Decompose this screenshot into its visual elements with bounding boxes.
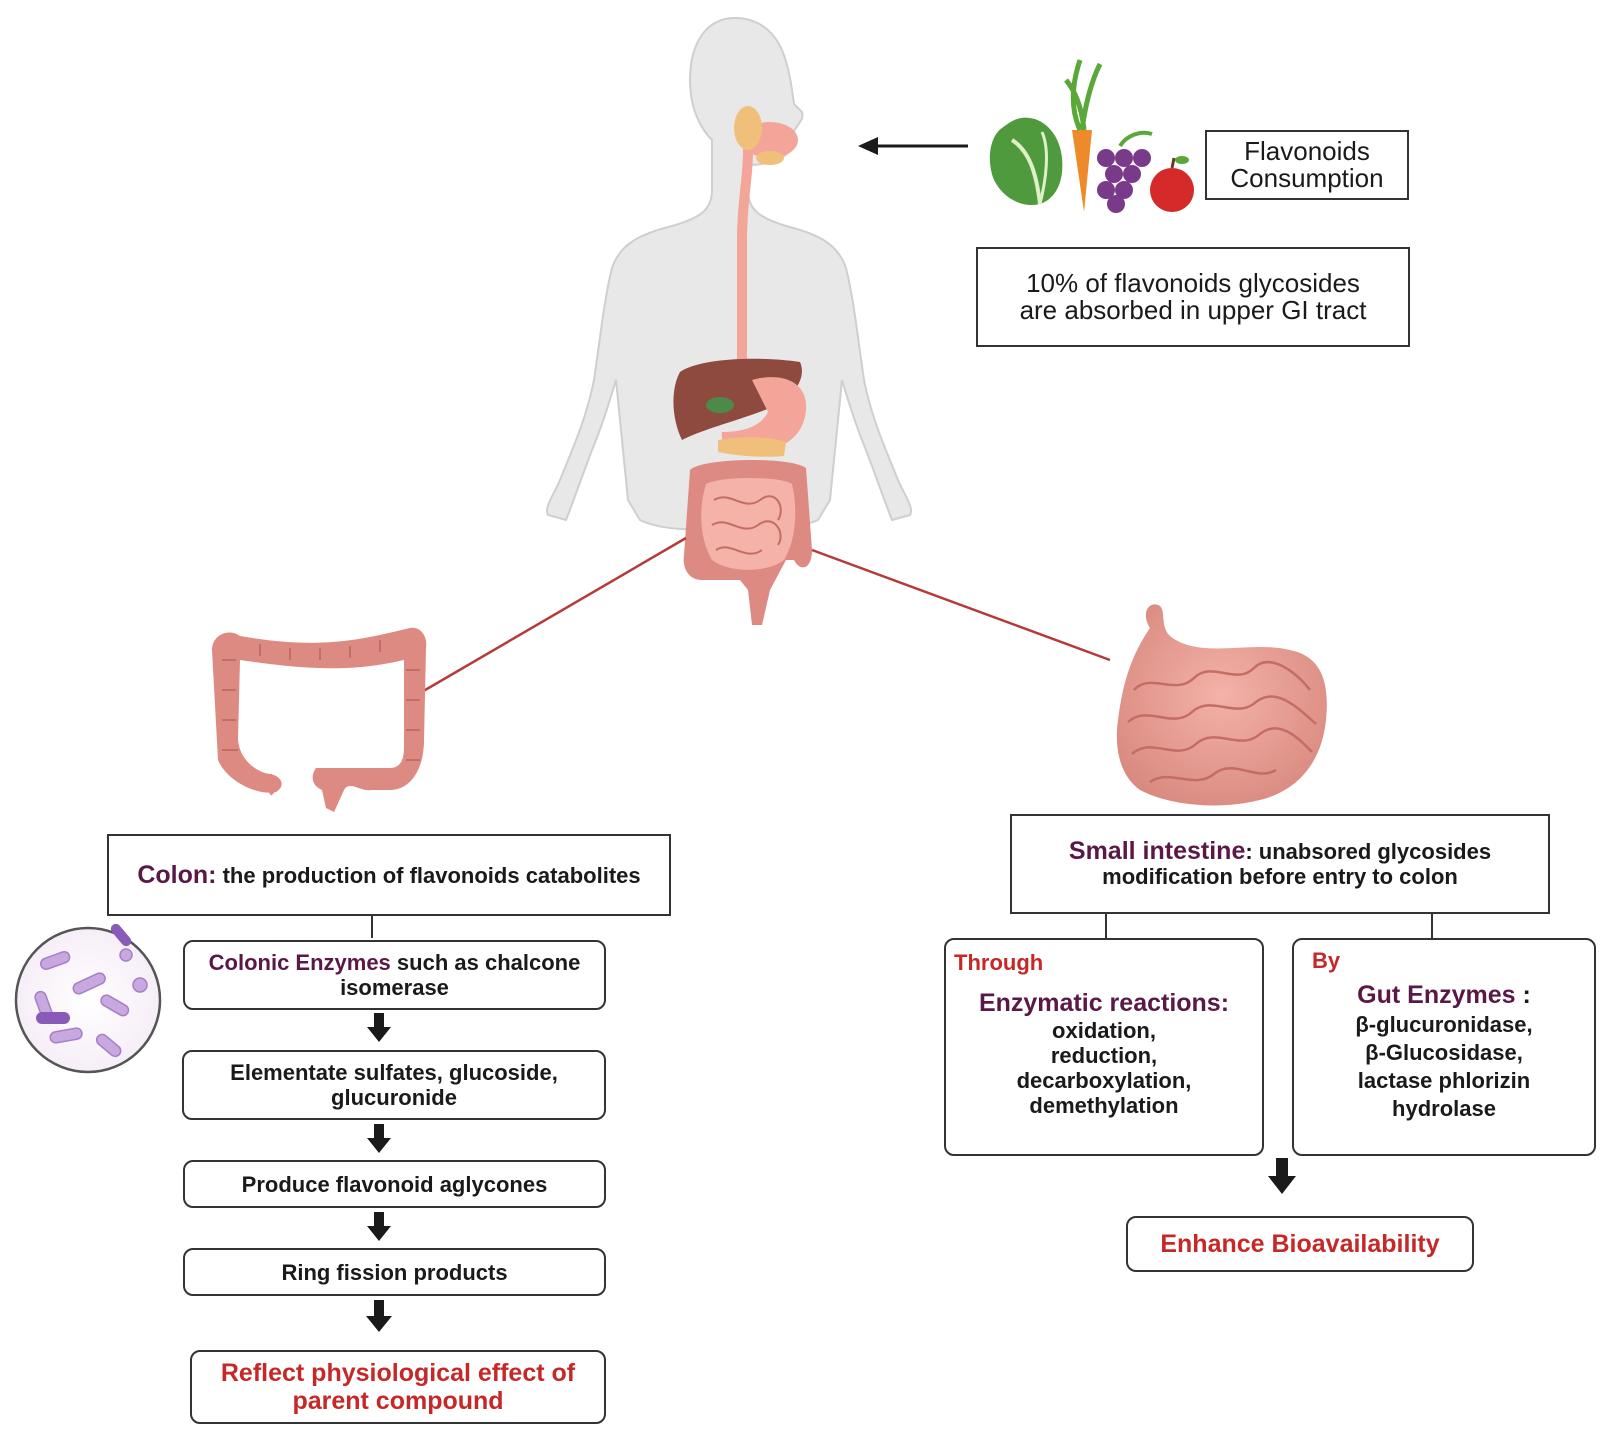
through-box: Through Enzymatic reactions: oxidation, …: [944, 938, 1264, 1156]
ring-fission-text: Ring fission products: [281, 1259, 508, 1285]
small-intestine-illustration: [1116, 604, 1327, 806]
absorption-line2: are absorbed in upper GI tract: [1019, 295, 1367, 325]
intestine-down-arrow: [1268, 1158, 1296, 1194]
small-intestine-text: : unabsored glycosides: [1245, 839, 1492, 864]
elementate-line2: glucuronide: [331, 1085, 457, 1110]
reaction-demethylation: demethylation: [1029, 1093, 1179, 1118]
colon-label: Colon:: [137, 860, 217, 889]
colon-result-line2: parent compound: [292, 1387, 504, 1415]
colon-result-box: Reflect physiological effect of parent c…: [190, 1350, 606, 1424]
reaction-decarboxylation: decarboxylation,: [1016, 1068, 1192, 1093]
aglycones-box: Produce flavonoid aglycones: [183, 1160, 606, 1208]
colon-illustration: [212, 627, 427, 812]
enzymatic-reactions-title: Enzymatic reactions:: [978, 989, 1230, 1017]
intestine-result-box: Enhance Bioavailability: [1126, 1216, 1474, 1272]
colonic-enzymes-text: such as chalcone: [396, 950, 581, 975]
food-to-mouth-arrow: [858, 137, 968, 155]
by-box: By Gut Enzymes : β-glucuronidase, β-Gluc…: [1292, 938, 1596, 1156]
enzyme-hydrolase: hydrolase: [1392, 1096, 1496, 1121]
colon-down-arrows: [366, 1013, 392, 1332]
elementate-box: Elementate sulfates, glucoside, glucuron…: [182, 1050, 606, 1120]
ring-fission-box: Ring fission products: [183, 1248, 606, 1296]
absorption-box: 10% of flavonoids glycosides are absorbe…: [976, 247, 1410, 347]
elementate-line1: Elementate sulfates, glucoside,: [230, 1060, 558, 1085]
colonic-enzymes-box: Colonic Enzymes such as chalcone isomera…: [183, 940, 606, 1010]
consumption-line1: Flavonoids: [1244, 136, 1370, 166]
enzyme-glucosidase: β-Glucosidase,: [1365, 1040, 1523, 1065]
small-intestine-line2: modification before entry to colon: [1102, 864, 1458, 889]
intestine-flow-lines: [1105, 914, 1433, 938]
consumption-box: Flavonoids Consumption: [1205, 130, 1409, 200]
absorption-line1: 10% of flavonoids glycosides: [1026, 268, 1360, 298]
small-intestine-header-box: Small intestine: unabsored glycosides mo…: [1010, 814, 1550, 914]
colon-result-line1: Reflect physiological effect of: [220, 1359, 576, 1387]
colonic-enzymes-line2: isomerase: [340, 975, 449, 1000]
gut-bacteria-icon: [14, 923, 162, 1074]
through-tag: Through: [954, 950, 1044, 975]
human-body-icon: [546, 16, 912, 625]
enzyme-glucuronidase: β-glucuronidase,: [1355, 1012, 1533, 1037]
by-tag: By: [1312, 948, 1341, 973]
enzyme-lactase-phlorizin: lactase phlorizin: [1357, 1068, 1531, 1093]
colon-description: the production of flavonoids catabolites: [222, 862, 641, 888]
reaction-reduction: reduction,: [1050, 1043, 1158, 1068]
colon-connector-line: [407, 536, 687, 702]
intestine-result-text: Enhance Bioavailability: [1160, 1229, 1440, 1258]
colon-header-box: Colon: the production of flavonoids cata…: [107, 834, 671, 916]
gut-enzymes-colon: :: [1515, 981, 1531, 1009]
colonic-enzymes-label: Colonic Enzymes: [208, 950, 391, 975]
consumption-line2: Consumption: [1230, 163, 1384, 193]
fruits-vegetables-icon: [989, 59, 1194, 213]
gut-enzymes-title: Gut Enzymes: [1357, 981, 1516, 1009]
aglycones-text: Produce flavonoid aglycones: [241, 1171, 548, 1197]
intestine-connector-line: [811, 548, 1111, 662]
small-intestine-label: Small intestine: [1068, 837, 1246, 865]
reaction-oxidation: oxidation,: [1052, 1018, 1156, 1043]
